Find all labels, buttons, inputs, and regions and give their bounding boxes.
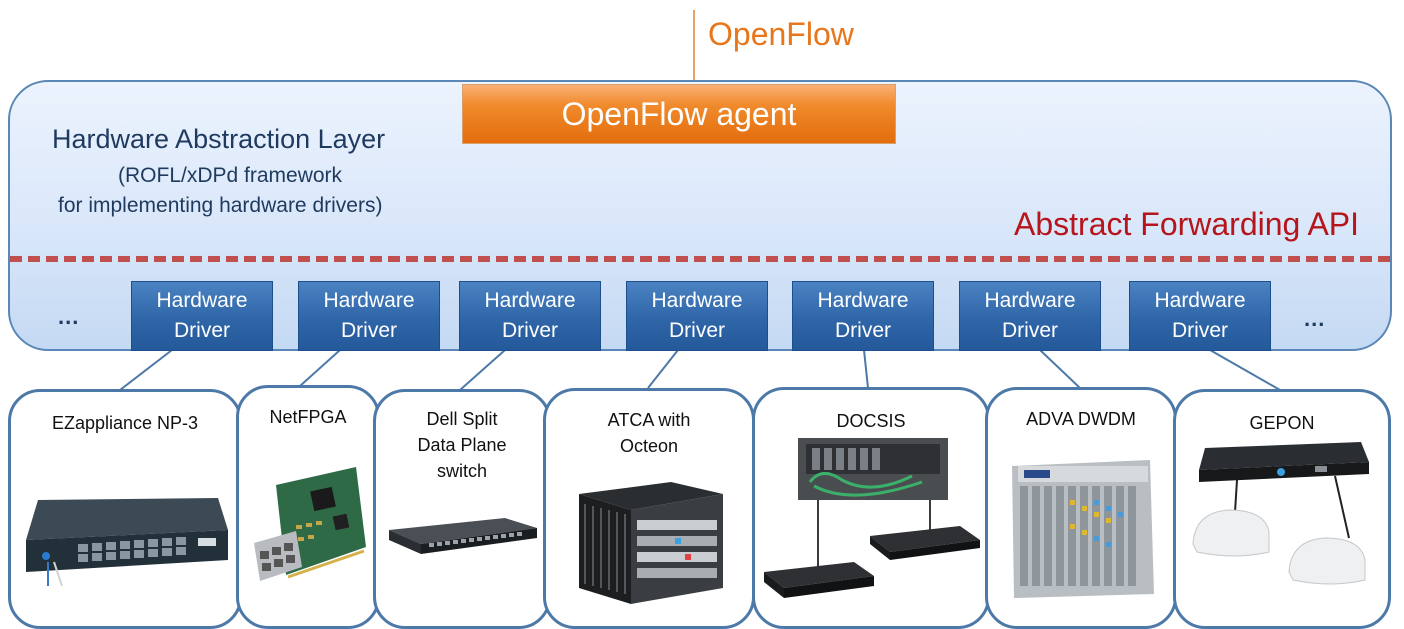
device-label-dell: Dell Split Data Plane switch	[373, 406, 551, 484]
driver3-connector	[459, 349, 506, 391]
driver-label-line1: Hardware	[323, 289, 415, 312]
device-label-line: EZappliance NP-3	[51, 413, 199, 433]
driver-label-line2: Driver	[669, 319, 725, 342]
driver-label-line2: Driver	[174, 319, 230, 342]
device-label-line: ATCA with	[607, 410, 691, 430]
device-label-ezappliance: EZappliance NP-3	[8, 410, 242, 436]
device-box-gepon	[1173, 389, 1391, 629]
device-label-line: NetFPGA	[269, 407, 347, 427]
ellipsis-right: ...	[1304, 306, 1326, 331]
hal-subtitle-line1: (ROFL/xDPd framework	[118, 164, 343, 187]
gepon-device-image	[1192, 442, 1369, 585]
hardware-driver-5: Hardware Driver	[792, 281, 934, 351]
device-label-line: ADVA DWDM	[1026, 409, 1136, 429]
netfpga-device-image	[254, 467, 366, 581]
openflow-agent-box: OpenFlow agent	[462, 84, 896, 144]
atca-device-image	[579, 482, 723, 604]
driver5-connector	[863, 349, 869, 389]
hardware-driver-6: Hardware Driver	[959, 281, 1101, 351]
driver-label-line2: Driver	[1172, 319, 1228, 342]
device-label-gepon: GEPON	[1173, 410, 1391, 436]
device-label-netfpga: NetFPGA	[236, 404, 380, 430]
driver1-connector	[119, 349, 173, 391]
driver-label-line1: Hardware	[817, 289, 909, 312]
device-label-line: switch	[436, 461, 487, 481]
driver7-connector	[1209, 349, 1281, 391]
hardware-driver-7: Hardware Driver	[1129, 281, 1271, 351]
hardware-driver-2: Hardware Driver	[298, 281, 440, 351]
ellipsis-left: ...	[58, 304, 80, 329]
driver-label-line2: Driver	[502, 319, 558, 342]
abstract-forwarding-api-label: Abstract Forwarding API	[1014, 206, 1360, 242]
api-dashed-divider	[10, 256, 1390, 262]
driver-label-line2: Driver	[1002, 319, 1058, 342]
device-label-adva: ADVA DWDM	[985, 406, 1177, 432]
hardware-driver-3: Hardware Driver	[459, 281, 601, 351]
device-label-line: Data Plane	[417, 435, 507, 455]
driver-label-line1: Hardware	[156, 289, 248, 312]
device-label-atca: ATCA with Octeon	[543, 407, 755, 459]
docsis-device-image	[764, 438, 980, 598]
device-label-docsis: DOCSIS	[752, 408, 990, 434]
driver6-connector	[1039, 349, 1081, 389]
connector-lines	[119, 10, 1281, 391]
driver2-connector	[299, 349, 341, 387]
device-label-line: Octeon	[619, 436, 679, 456]
driver-label-line1: Hardware	[1154, 289, 1246, 312]
driver-label-line2: Driver	[835, 319, 891, 342]
hal-title: Hardware Abstraction Layer	[52, 124, 386, 154]
driver4-connector	[647, 349, 679, 389]
device-label-line: GEPON	[1249, 413, 1315, 433]
device-label-line: DOCSIS	[836, 411, 906, 431]
driver-label-line2: Driver	[341, 319, 397, 342]
driver-label-line1: Hardware	[484, 289, 576, 312]
ezappliance-device-image	[26, 498, 228, 587]
adva-device-image	[1012, 460, 1154, 598]
hardware-driver-1: Hardware Driver	[131, 281, 273, 351]
device-label-line: Dell Split	[426, 409, 498, 429]
driver-label-line1: Hardware	[984, 289, 1076, 312]
openflow-label: OpenFlow	[708, 16, 854, 52]
hardware-driver-4: Hardware Driver	[626, 281, 768, 351]
hal-subtitle-line2: for implementing hardware drivers)	[58, 194, 383, 217]
dell-switch-device-image	[389, 518, 537, 554]
driver-label-line1: Hardware	[651, 289, 743, 312]
